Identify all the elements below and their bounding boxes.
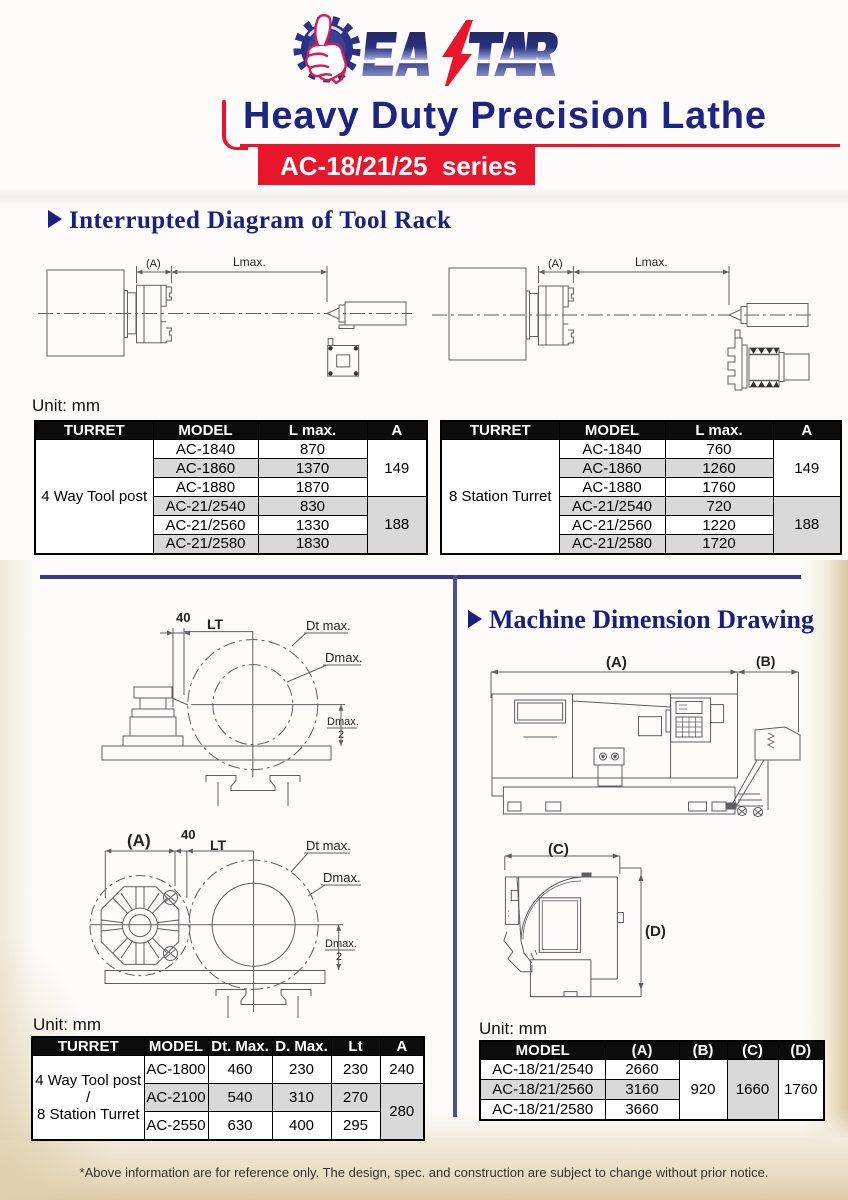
svg-text:40: 40 xyxy=(176,610,190,625)
svg-text:(B): (B) xyxy=(756,653,775,669)
svg-text:Lmax.: Lmax. xyxy=(233,255,266,269)
svg-text:(D): (D) xyxy=(645,923,666,940)
svg-text:Dmax.: Dmax. xyxy=(325,938,357,950)
svg-text:(A): (A) xyxy=(146,258,161,270)
svg-text:40: 40 xyxy=(181,827,195,842)
svg-text:(A): (A) xyxy=(606,654,627,671)
svg-text:(A): (A) xyxy=(548,258,563,270)
svg-text:Dmax.: Dmax. xyxy=(327,716,359,728)
svg-text:LT: LT xyxy=(207,616,224,632)
svg-text:(C): (C) xyxy=(548,841,569,858)
svg-text:Dmax.: Dmax. xyxy=(323,870,361,885)
svg-text:LT: LT xyxy=(210,837,227,853)
svg-text:Dt max.: Dt max. xyxy=(306,838,351,853)
svg-text:Dmax.: Dmax. xyxy=(325,650,363,665)
svg-text:Lmax.: Lmax. xyxy=(635,255,668,269)
svg-text:Dt max.: Dt max. xyxy=(306,618,351,633)
svg-text:(A): (A) xyxy=(127,831,151,850)
